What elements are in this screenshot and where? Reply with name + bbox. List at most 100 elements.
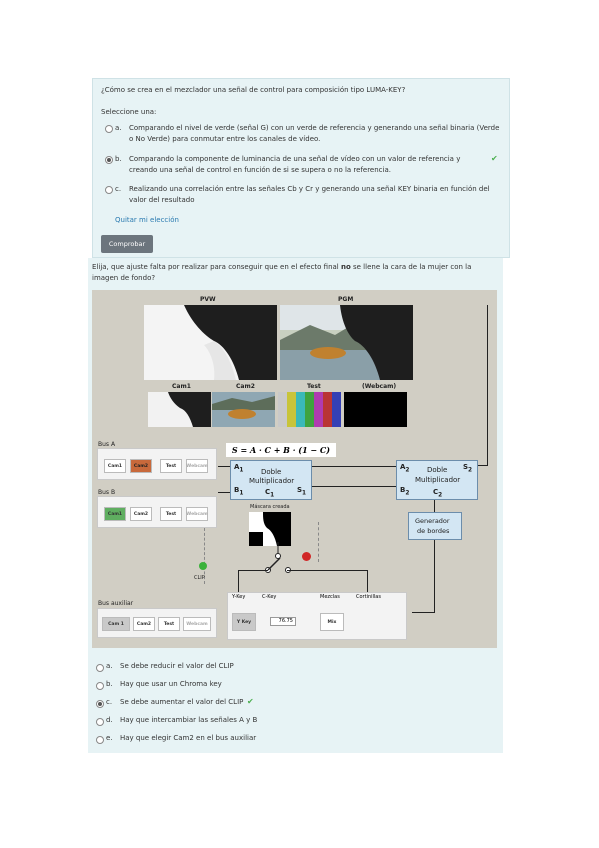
cam1-thumbnail	[148, 392, 211, 427]
formula: S = A · C + B · (1 − C)	[226, 443, 336, 457]
option-a-letter: a.	[115, 124, 122, 132]
radio-answer-a[interactable]	[96, 664, 104, 672]
bus-aux-panel: Cam 1 Cam2 Test Webcam	[97, 608, 217, 638]
option-b-line2: creando una señal de control en función …	[129, 166, 391, 174]
answer-correct-check-icon: ✔	[247, 697, 254, 706]
pvw-label: PVW	[200, 296, 216, 303]
dm1-output-s: S1	[297, 486, 307, 497]
select-prompt: Seleccione una:	[101, 108, 157, 116]
line-to-mix	[367, 570, 368, 602]
red-indicator	[302, 552, 311, 561]
clear-choice-link[interactable]: Quitar mi elección	[115, 216, 179, 224]
radio-answer-d[interactable]	[96, 718, 104, 726]
clip-label: CLIP	[194, 575, 205, 581]
radio-option-b[interactable]	[105, 156, 113, 164]
edge-generator-line2: de bordes	[417, 527, 450, 535]
line-bus-b	[218, 492, 230, 493]
radio-answer-e[interactable]	[96, 736, 104, 744]
correct-check-icon: ✔	[491, 154, 498, 163]
option-c-line1: Realizando una correlación entre las señ…	[129, 185, 490, 193]
aux-cam1-button[interactable]: Cam 1	[102, 617, 130, 631]
clip-slider-track[interactable]	[204, 528, 211, 584]
bus-b-label: Bus B	[98, 489, 116, 496]
answer-c-text: Se debe aumentar el valor del CLIP	[120, 698, 244, 706]
bus-a-cam2-button[interactable]: Cam2	[130, 459, 152, 473]
aux-cam2-button[interactable]: Cam2	[133, 617, 155, 631]
right-slider-track[interactable]	[318, 522, 325, 562]
double-multiplier-2: A2 B2 Doble Multiplicador C2 S2	[396, 460, 478, 500]
pgm-monitor	[280, 305, 413, 380]
bus-aux-label: Bus auxiliar	[98, 600, 134, 607]
option-a-line1: Comparando el nivel de verde (señal G) c…	[129, 124, 500, 132]
ykey-value-field[interactable]: 76.75	[270, 617, 296, 626]
option-a-line2: o No Verde) para conmutar entre los cana…	[129, 135, 321, 143]
dm2-input-a: A2	[400, 463, 410, 474]
bus-b-test-button[interactable]: Test	[160, 507, 182, 521]
line-pgm-right	[487, 305, 488, 465]
clip-green-indicator	[199, 562, 207, 570]
answer-b-letter: b.	[106, 680, 113, 688]
dm2-title-line1: Doble	[427, 466, 448, 474]
question-2-text: Elija, que ajuste falta por realizar par…	[92, 262, 471, 273]
webcam-label: (Webcam)	[362, 383, 397, 390]
dm2-input-c: C2	[433, 488, 443, 499]
tab-ykey[interactable]: Y-Key	[232, 594, 246, 600]
switch-symbol	[265, 542, 291, 573]
double-multiplier-1: A1 B1 Doble Multiplicador C1 S1	[230, 460, 312, 500]
bus-b-cam2-button[interactable]: Cam2	[130, 507, 152, 521]
answer-a-letter: a.	[106, 662, 113, 670]
dm2-output-s: S2	[463, 463, 473, 474]
answer-e-text: Hay que elegir Cam2 en el bus auxiliar	[120, 734, 257, 742]
answer-b-text: Hay que usar un Chroma key	[120, 680, 222, 688]
question-1-panel: ¿Cómo se crea en el mezclador una señal …	[92, 78, 510, 258]
bus-a-test-button[interactable]: Test	[160, 459, 182, 473]
radio-answer-b[interactable]	[96, 682, 104, 690]
line-aux-up	[238, 570, 239, 600]
answer-a-text: Se debe reducir el valor del CLIP	[120, 662, 234, 670]
bus-a-cam1-button[interactable]: Cam1	[104, 459, 126, 473]
mask-preview	[249, 512, 291, 546]
bus-b-webcam-button[interactable]: Webcam	[186, 507, 208, 521]
line-a2	[312, 466, 396, 467]
cam1-label: Cam1	[172, 383, 191, 390]
line-s2	[478, 465, 488, 466]
dm1-title-line2: Multiplicador	[249, 477, 295, 485]
option-b-line1: Comparando la componente de luminancia d…	[129, 155, 461, 163]
tab-cortinillas[interactable]: Cortinillas	[356, 594, 381, 600]
ykey-button[interactable]: Y Key	[232, 613, 256, 631]
option-b-letter: b.	[115, 155, 122, 163]
question-2-text-bold: no	[340, 263, 351, 271]
mask-label: Máscara creada	[250, 504, 290, 510]
cam2-label: Cam2	[236, 383, 255, 390]
question-1-text: ¿Cómo se crea en el mezclador una señal …	[101, 86, 406, 94]
tab-mezclas[interactable]: Mezclas	[320, 594, 340, 600]
mix-button[interactable]: Mix	[320, 613, 344, 631]
edge-generator-line1: Generador	[415, 517, 450, 525]
check-button[interactable]: Comprobar	[101, 235, 153, 253]
line-gen-to-panel	[412, 612, 435, 613]
webcam-thumbnail	[344, 392, 407, 427]
line-c2	[434, 500, 435, 512]
dm2-input-b: B2	[400, 486, 410, 497]
test-thumbnail	[278, 392, 341, 427]
edge-generator: Generador de bordes	[408, 512, 462, 540]
bus-b-cam1-button[interactable]: Cam1	[104, 507, 126, 521]
bus-a-label: Bus A	[98, 441, 116, 448]
radio-option-a[interactable]	[105, 125, 113, 133]
answer-e-letter: e.	[106, 734, 113, 742]
cam2-thumbnail	[212, 392, 275, 427]
tab-ckey[interactable]: C-Key	[262, 594, 277, 600]
option-c-line2: valor del resultado	[129, 196, 195, 204]
line-switch-right	[287, 570, 367, 571]
mixer-diagram: PVW PGM Cam1 Cam2 Test (Webcam)	[92, 290, 497, 648]
bus-a-panel: Cam1 Cam2 Test Webcam	[97, 448, 217, 480]
line-bus-a	[218, 466, 230, 467]
pvw-monitor	[144, 305, 277, 380]
aux-test-button[interactable]: Test	[158, 617, 180, 631]
question-2-text-pre: Elija, que ajuste falta por realizar par…	[92, 263, 341, 271]
question-2-panel: Elija, que ajuste falta por realizar par…	[88, 258, 503, 753]
bus-a-webcam-button[interactable]: Webcam	[186, 459, 208, 473]
radio-option-c[interactable]	[105, 186, 113, 194]
radio-answer-c[interactable]	[96, 700, 104, 708]
aux-webcam-button[interactable]: Webcam	[183, 617, 211, 631]
